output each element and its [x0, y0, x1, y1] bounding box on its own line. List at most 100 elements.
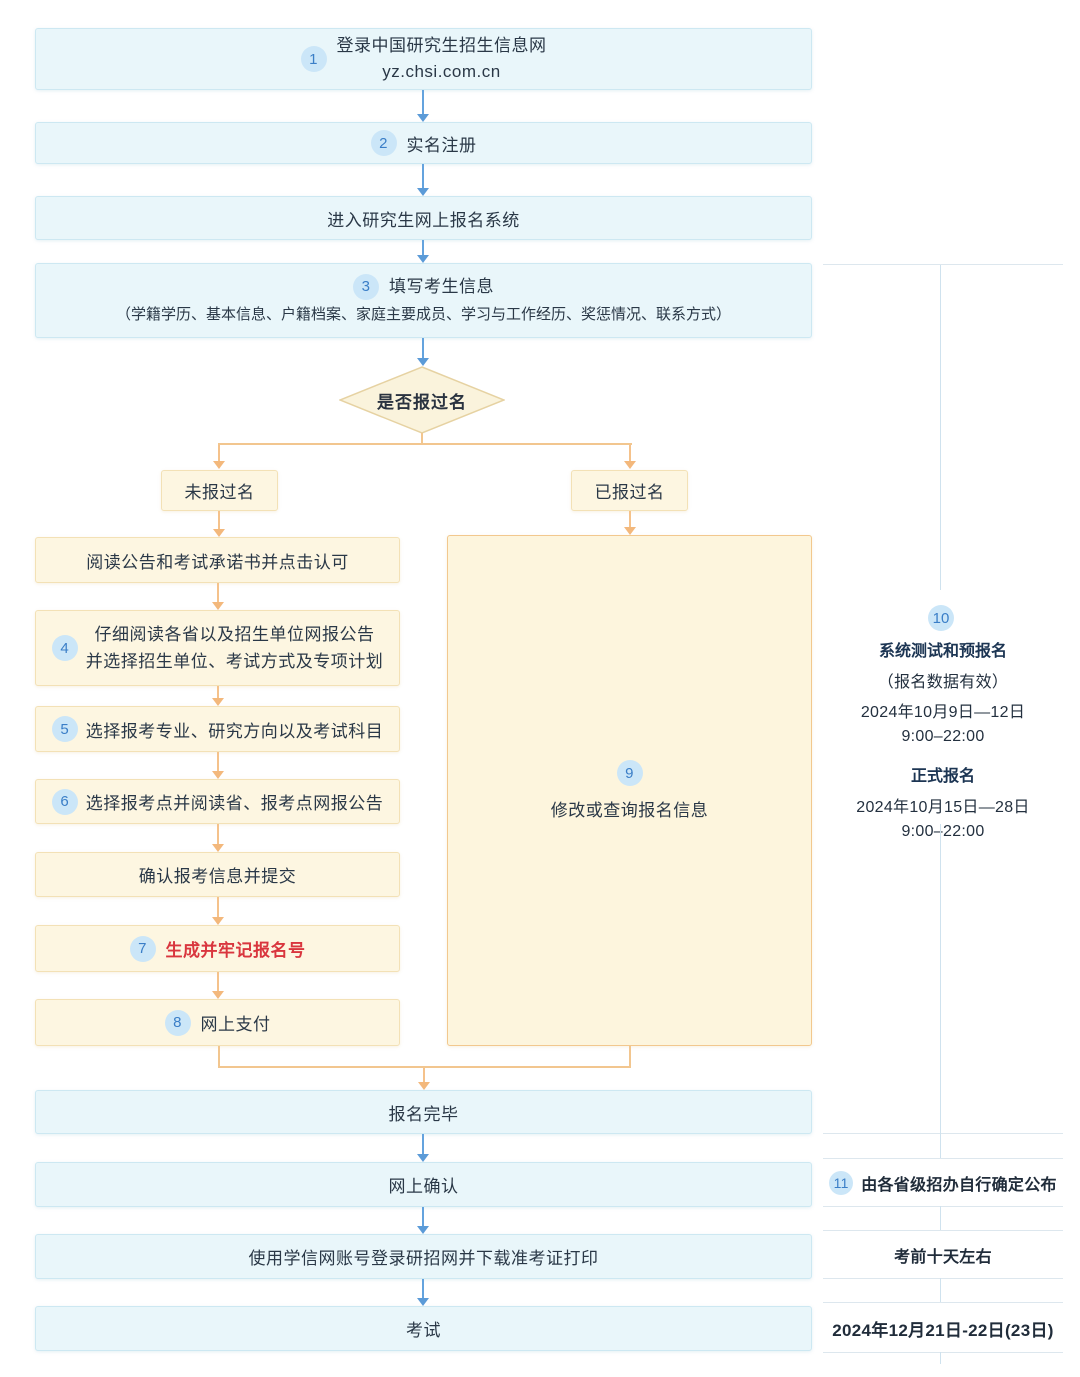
- step-badge-5: 5: [51, 716, 78, 742]
- step-badge-11: 11: [829, 1171, 854, 1195]
- arrow-left-col-2: [212, 686, 224, 706]
- arrow-left-col-0: [213, 511, 225, 537]
- decision-label: 是否报过名: [377, 392, 467, 412]
- sidebar-timeline-upper: [940, 265, 941, 590]
- sidebar-step10-block: 系统测试和预报名 （报名数据有效） 2024年10月9日—12日 9:00–22…: [823, 637, 1063, 847]
- arrow-down-3: [417, 240, 429, 263]
- flow-step-register: 2 实名注册: [35, 122, 812, 164]
- pre-registration-note: （报名数据有效）: [877, 674, 1009, 691]
- arrow-down-7: [417, 1279, 429, 1306]
- merge-bar: [218, 1066, 631, 1068]
- flow-step-enter-system: 进入研究生网上报名系统: [35, 196, 812, 240]
- connector-diamond-stem: [421, 433, 423, 444]
- step-badge-6: 6: [51, 788, 78, 815]
- flow-step-online-confirm: 网上确认: [35, 1162, 812, 1207]
- arrow-left-col-5: [212, 897, 224, 925]
- step8-label: 网上支付: [200, 1015, 271, 1034]
- step9-label: 修改或查询报名信息: [550, 801, 709, 820]
- arrow-left-col-6: [212, 972, 224, 999]
- arrow-down-6: [417, 1207, 429, 1234]
- step-badge-9: 9: [616, 760, 643, 786]
- confirm-submit-label: 确认报考信息并提交: [138, 867, 297, 886]
- step4-line2: 并选择招生单位、考试方式及专项计划: [85, 652, 384, 671]
- fill-info-detail: （学籍学历、基本信息、户籍档案、家庭主要成员、学习与工作经历、奖惩情况、联系方式…: [115, 305, 731, 323]
- flow-step-done: 报名完毕: [35, 1090, 812, 1134]
- flow-step-9: 9 修改或查询报名信息: [447, 535, 812, 1046]
- download-ticket-label: 使用学信网账号登录研招网并下载准考证打印: [248, 1249, 599, 1268]
- flow-step-4: 4 仔细阅读各省以及招生单位网报公告 并选择招生单位、考试方式及专项计划: [35, 610, 400, 686]
- sidebar-tick-2: [940, 1206, 941, 1230]
- sidebar-divider-1: [823, 1133, 1063, 1134]
- province-announce-label: 由各省级招办自行确定公布: [861, 1177, 1057, 1194]
- done-label: 报名完毕: [388, 1104, 459, 1124]
- step6-label: 选择报考点并阅读省、报考点网报公告: [85, 794, 384, 813]
- sidebar-divider-2: [823, 1158, 1063, 1159]
- sidebar-step11-row: 11 由各省级招办自行确定公布: [823, 1168, 1063, 1198]
- exam-date-label: 2024年12月21日-22日(23日): [832, 1320, 1054, 1340]
- step-badge-7: 7: [129, 935, 156, 962]
- official-registration-time: 9:00–22:00: [901, 823, 985, 840]
- step-badge-1: 1: [300, 46, 327, 72]
- branch-registered: 已报过名: [571, 470, 688, 511]
- read-notice-label: 阅读公告和考试承诺书并点击认可: [86, 552, 349, 572]
- official-registration-title: 正式报名: [910, 768, 975, 785]
- step-badge-8: 8: [164, 1009, 191, 1036]
- sidebar-before-exam-row: 考前十天左右: [823, 1240, 1063, 1270]
- pre-registration-time: 9:00–22:00: [901, 728, 985, 745]
- flow-step-5: 5 选择报考专业、研究方向以及考试科目: [35, 706, 400, 752]
- sidebar-tick-3: [940, 1278, 941, 1302]
- decision-diamond: 是否报过名: [337, 366, 507, 434]
- sidebar-step10-badge-wrap: 10: [928, 605, 954, 631]
- flow-step-fill-info: 3 填写考生信息 （学籍学历、基本信息、户籍档案、家庭主要成员、学习与工作经历、…: [35, 263, 812, 338]
- sidebar-timeline-lower: [940, 824, 941, 1133]
- sidebar-tick-4: [940, 1352, 941, 1364]
- merge-left-stem: [218, 1046, 220, 1068]
- step-badge-3: 3: [353, 273, 379, 300]
- arrow-down-5: [417, 1134, 429, 1162]
- step4-line1: 仔细阅读各省以及招生单位网报公告: [94, 625, 375, 644]
- official-registration-date: 2024年10月15日—28日: [856, 799, 1030, 816]
- branch-no-label: 未报过名: [184, 483, 255, 502]
- before-exam-label: 考前十天左右: [894, 1249, 992, 1266]
- arrow-branch-right: [624, 445, 636, 469]
- flow-step-exam: 考试: [35, 1306, 812, 1351]
- enter-system-label: 进入研究生网上报名系统: [327, 210, 520, 230]
- step-badge-2: 2: [370, 130, 397, 156]
- step5-label: 选择报考专业、研究方向以及考试科目: [85, 721, 384, 741]
- flow-step-confirm-submit: 确认报考信息并提交: [35, 852, 400, 897]
- arrow-merge-down: [418, 1068, 430, 1090]
- arrow-branch-left: [213, 445, 225, 469]
- sidebar-divider-4: [823, 1230, 1063, 1231]
- pre-registration-title: 系统测试和预报名: [878, 643, 1007, 660]
- arrow-down-2: [417, 164, 429, 196]
- step7-label: 生成并牢记报名号: [165, 941, 306, 960]
- sidebar-divider-3: [823, 1206, 1063, 1207]
- sidebar-divider-bottom: [823, 1352, 1063, 1353]
- arrow-right-col-0: [624, 511, 636, 535]
- sidebar-exam-date-row: 2024年12月21日-22日(23日): [823, 1313, 1063, 1343]
- sidebar-tick-1: [940, 1133, 941, 1158]
- branch-yes-label: 已报过名: [594, 483, 665, 502]
- arrow-left-col-4: [212, 824, 224, 852]
- flow-step-7: 7 生成并牢记报名号: [35, 925, 400, 972]
- branch-not-registered: 未报过名: [161, 470, 278, 511]
- arrow-left-col-3: [212, 752, 224, 779]
- step-badge-4: 4: [51, 635, 78, 661]
- fill-info-label: 填写考生信息: [389, 276, 494, 296]
- exam-label: 考试: [406, 1321, 441, 1340]
- arrow-down-4: [417, 338, 429, 366]
- arrow-down-1: [417, 90, 429, 122]
- sidebar-divider-5: [823, 1278, 1063, 1279]
- sidebar-divider-top: [823, 264, 1063, 265]
- sidebar-divider-6: [823, 1302, 1063, 1303]
- merge-right-stem: [629, 1046, 631, 1068]
- register-label: 实名注册: [406, 135, 477, 155]
- flow-step-download-ticket: 使用学信网账号登录研招网并下载准考证打印: [35, 1234, 812, 1279]
- pre-registration-date: 2024年10月9日—12日: [860, 704, 1026, 721]
- flow-step-login: 1 登录中国研究生招生信息网 yz.chsi.com.cn: [35, 28, 812, 90]
- connector-split-line: [218, 443, 632, 445]
- flow-step-8: 8 网上支付: [35, 999, 400, 1046]
- login-line1: 登录中国研究生招生信息网: [336, 36, 547, 55]
- login-url: yz.chsi.com.cn: [382, 62, 501, 81]
